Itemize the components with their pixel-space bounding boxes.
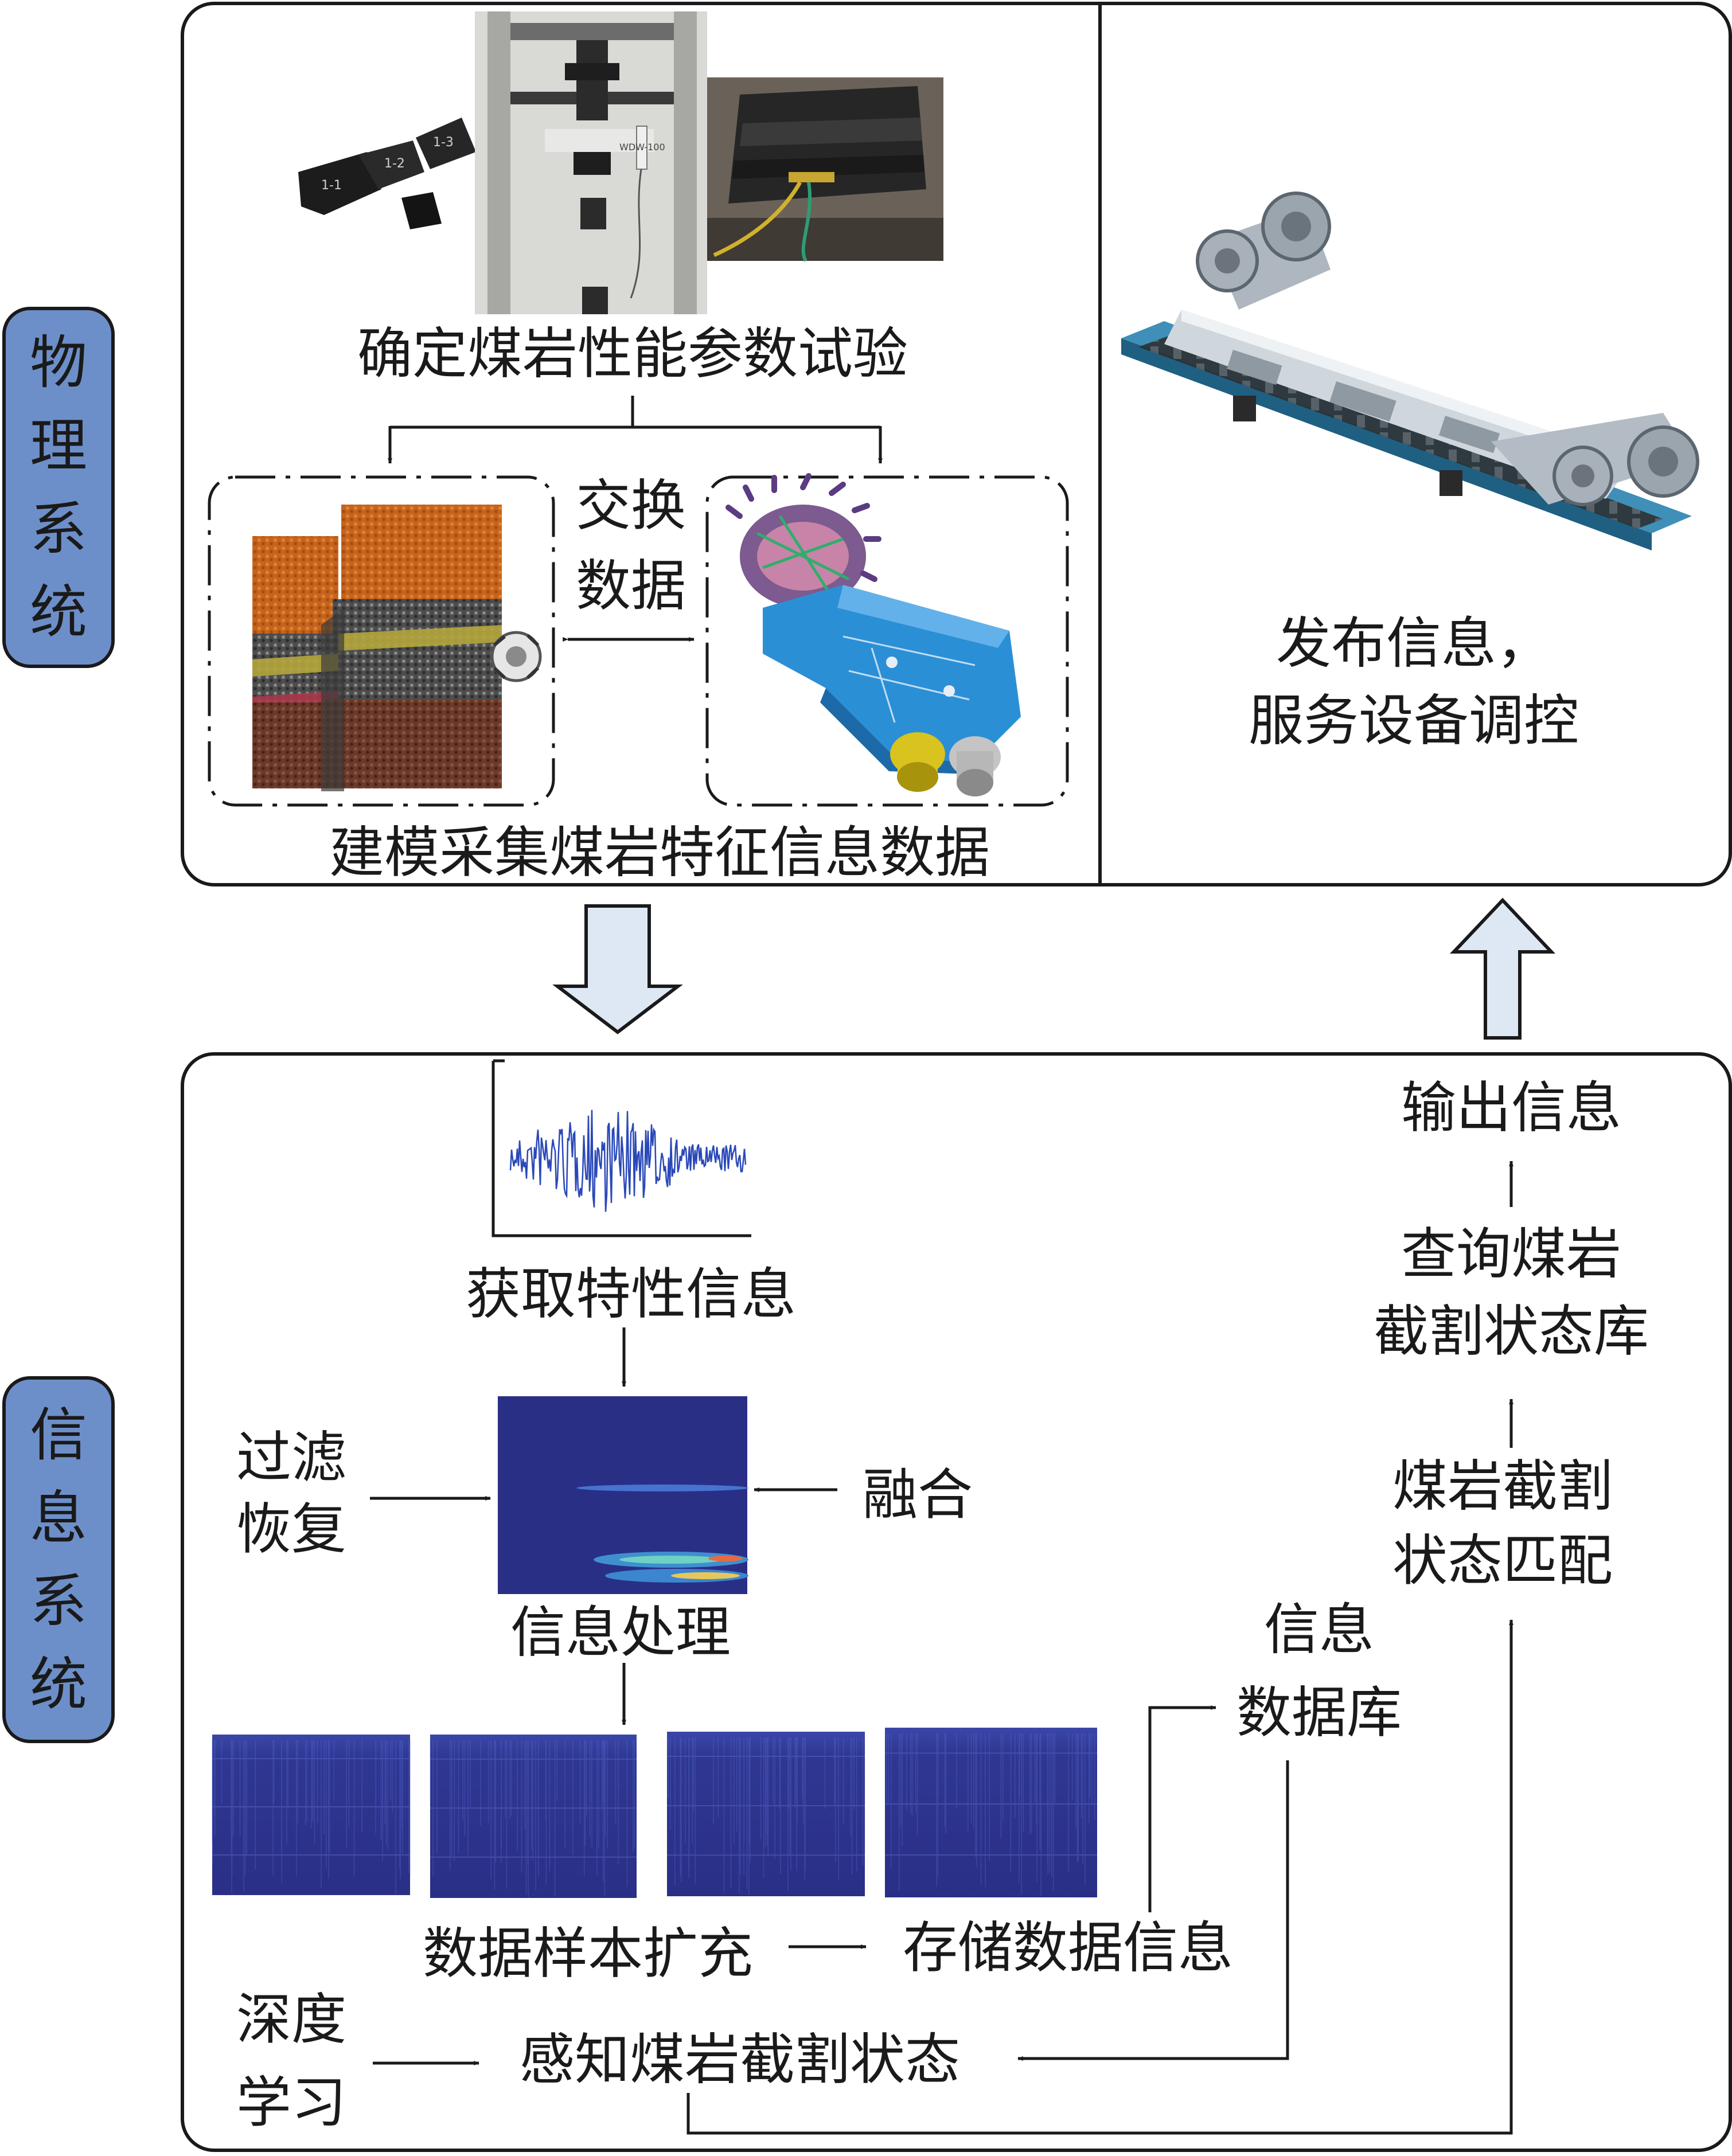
information-tag-char-2: 息 (30, 1485, 87, 1552)
store-label: 存储数据信息 (903, 1916, 1233, 1980)
filter-line2: 恢复 (236, 1497, 346, 1561)
perceive-label: 感知煤岩截割状态 (520, 2028, 960, 2092)
sample-tag-1: 1-1 (321, 178, 342, 193)
processing-label: 信息处理 (510, 1600, 731, 1665)
coal-sample-blocks-photo: 1-1 1-2 1-3 (298, 118, 476, 229)
information-tag-char-3: 系 (30, 1568, 87, 1635)
information-tag-char-4: 统 (30, 1651, 87, 1718)
acquire-label: 获取特性信息 (466, 1262, 796, 1326)
match-line1: 煤岩截割 (1392, 1454, 1613, 1518)
physical-tag-char-2: 理 (30, 412, 87, 479)
coal-rock-model-illustration (252, 505, 542, 791)
information-system-frame (181, 1052, 1732, 2152)
modeling-caption: 建模采集煤岩特征信息数据 (329, 821, 990, 885)
shearer-machine-illustration (1121, 192, 1699, 550)
fusion-label: 融合 (863, 1463, 973, 1527)
machine-tag: WDW-100 (619, 142, 665, 153)
deep-learning-line1: 深度 (236, 1987, 346, 2052)
arrow-database-to-perceive (1017, 1760, 1289, 2061)
query-line1: 查询煤岩 (1401, 1222, 1621, 1286)
physical-tag-char-4: 统 (30, 579, 87, 646)
machine-model-panel (705, 475, 1069, 807)
physical-system-frame (181, 2, 1732, 886)
database-line1: 信息 (1264, 1598, 1374, 1662)
information-system-tag: 信 息 系 统 (2, 1376, 115, 1743)
sample-tag-2: 1-2 (384, 157, 405, 171)
vibration-signal-plot (491, 1059, 751, 1237)
physical-system-tag: 物 理 系 统 (2, 307, 115, 668)
experiment-title: 确定煤岩性能参数试验 (357, 322, 908, 386)
transfer-up-arrow (1450, 897, 1555, 1040)
arrow-perceive-to-match (686, 1619, 1513, 2135)
transfer-down-arrow (552, 904, 683, 1034)
database-line2: 数据库 (1236, 1681, 1402, 1745)
sample-tag-3: 1-3 (433, 135, 454, 150)
query-line2: 截割状态库 (1374, 1299, 1649, 1364)
time-frequency-map (498, 1396, 748, 1594)
physical-tag-char-3: 系 (30, 495, 87, 563)
physical-tag-char-1: 物 (30, 329, 87, 396)
arrow-store-to-database (1148, 1705, 1216, 1912)
output-label: 输出信息 (1401, 1076, 1621, 1140)
spectrogram-samples (212, 1728, 1097, 1898)
deep-learning-line2: 学习 (236, 2071, 346, 2135)
publish-line1: 发布信息， (1276, 611, 1551, 675)
publish-line2: 服务设备调控 (1249, 689, 1579, 753)
match-line2: 状态匹配 (1392, 1529, 1613, 1593)
filter-line1: 过滤 (236, 1425, 346, 1490)
information-tag-char-1: 信 (30, 1401, 87, 1468)
exchange-label-line2: 数据 (576, 554, 686, 618)
augment-label: 数据样本扩充 (423, 1921, 753, 1986)
shearer-drum-model-illustration (725, 473, 1021, 796)
testing-machine-photo: WDW-100 (475, 11, 707, 314)
exchange-label-line1: 交换 (576, 474, 686, 538)
specimen-setup-photo (707, 77, 943, 262)
coal-model-panel (208, 475, 555, 807)
